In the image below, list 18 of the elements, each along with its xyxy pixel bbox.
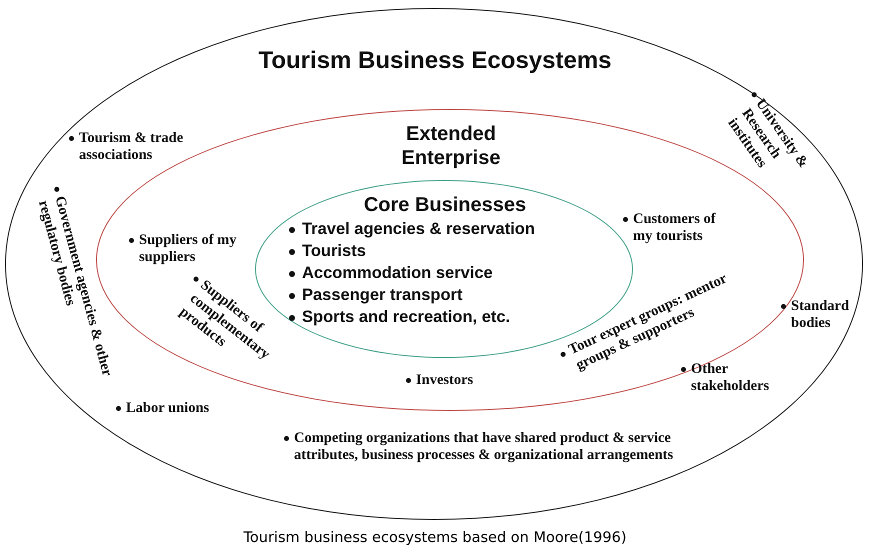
stakeholder-label: Tourism & trade associations bbox=[68, 130, 238, 164]
ellipse-heading: Tourism Business Ecosystems bbox=[257, 47, 613, 75]
ellipse-heading: Core Businesses bbox=[362, 193, 528, 217]
list-item: Passenger transport bbox=[286, 285, 462, 306]
list-item: Sports and recreation, etc. bbox=[286, 307, 510, 328]
stakeholder-label: Customers of my tourists bbox=[622, 211, 737, 245]
list-item: Travel agencies & reservation bbox=[286, 219, 535, 240]
list-item: Accommodation service bbox=[286, 263, 493, 284]
outer-ellipse bbox=[5, 8, 863, 520]
stakeholder-label: Investors bbox=[405, 372, 495, 389]
caption: Tourism business ecosystems based on Moore(1996) bbox=[242, 530, 628, 546]
stakeholder-label: Suppliers of my suppliers bbox=[128, 232, 240, 266]
stakeholder-label: Other stakeholders bbox=[680, 361, 792, 395]
stakeholder-label: Labor unions bbox=[115, 400, 255, 417]
stakeholder-label: Competing organizations that have shared product & service attributes, business processes & organizational arrangements bbox=[283, 430, 688, 464]
ellipse-heading: Extended Enterprise bbox=[400, 122, 502, 170]
stakeholder-label: Standard bodies bbox=[780, 298, 865, 332]
list-item: Tourists bbox=[286, 241, 366, 262]
